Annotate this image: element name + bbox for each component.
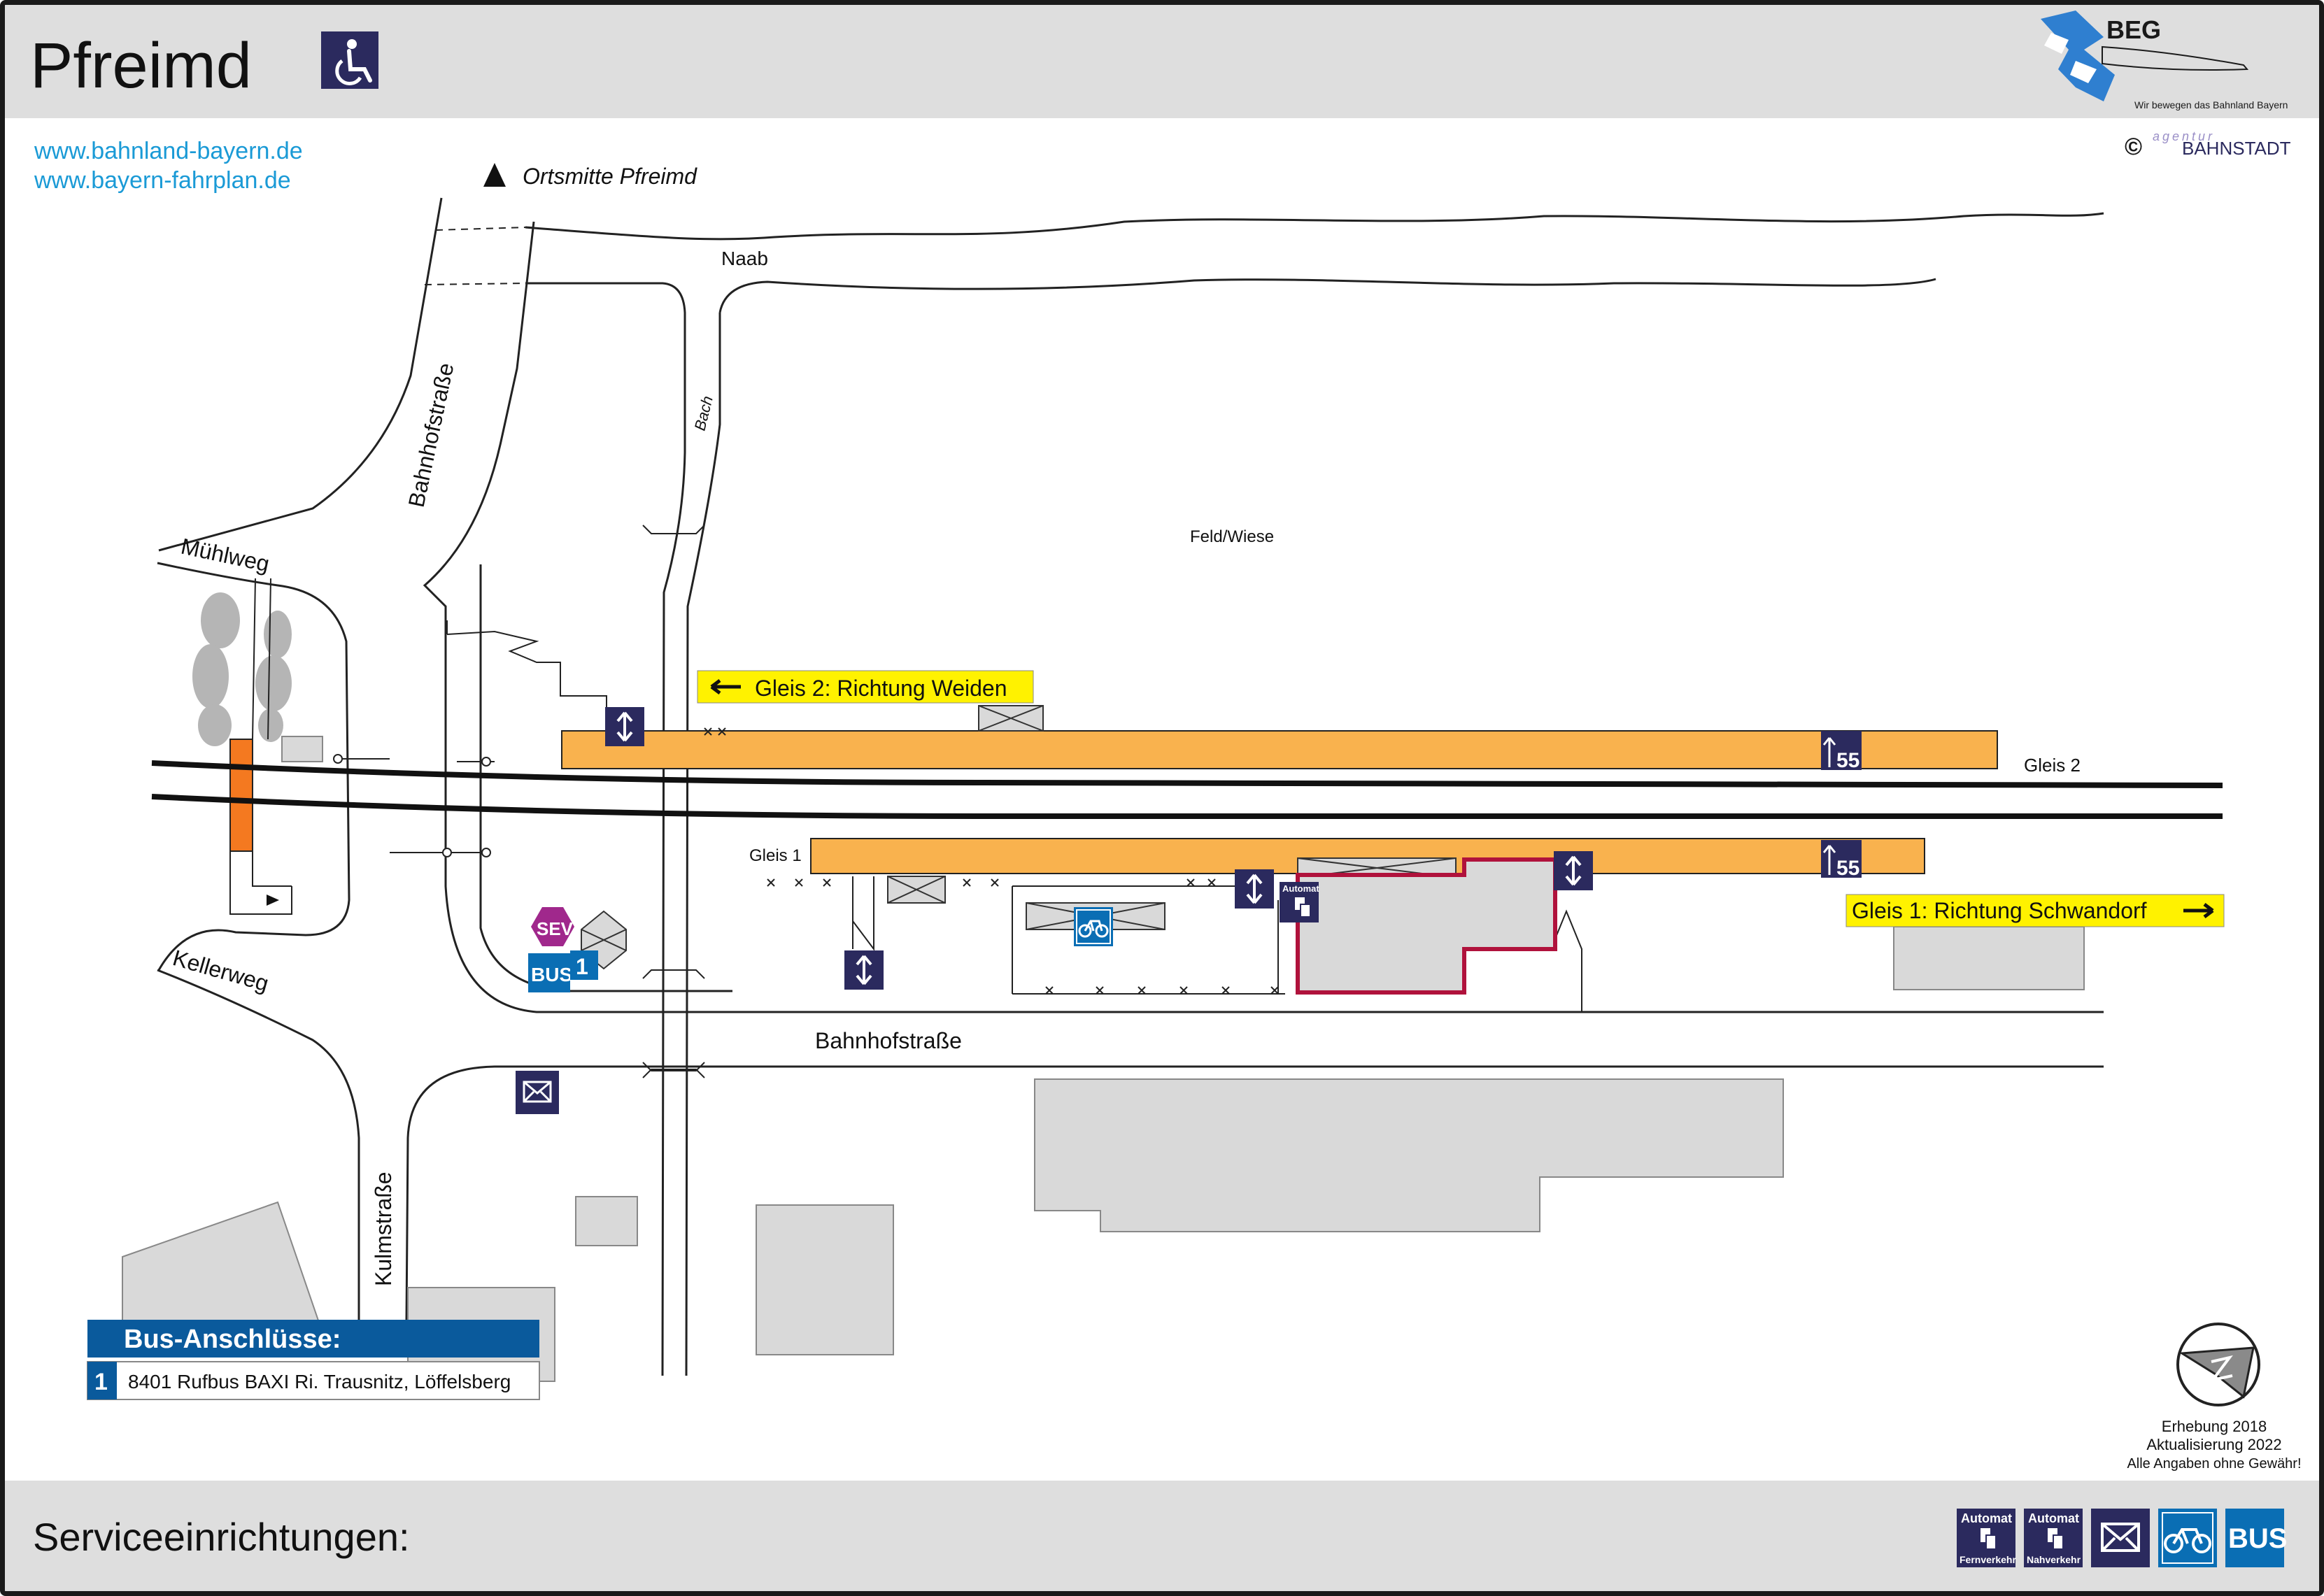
link-bahnland-bayern[interactable]: www.bahnland-bayern.de bbox=[34, 138, 303, 164]
ticket-machine-icon: Automat bbox=[1280, 882, 1319, 922]
gleis-1-direction-text: Gleis 1: Richtung Schwandorf bbox=[1852, 898, 2147, 923]
crossing-arrow-icon bbox=[267, 895, 279, 906]
road-bahnhofstrasse-vertical bbox=[158, 197, 2104, 1013]
kellerweg-label: Kellerweg bbox=[170, 945, 271, 996]
bus-connections-box: Bus-Anschlüsse: 1 8401 Rufbus BAXI Ri. T… bbox=[87, 1320, 540, 1400]
level-crossing-outline bbox=[229, 578, 292, 915]
platform-height-value: 55 bbox=[1836, 857, 1859, 880]
ticket-machine-label: Automat bbox=[1282, 883, 1319, 894]
mailbox-icon bbox=[516, 1071, 559, 1114]
disclaimer: Alle Angaben ohne Gewähr! bbox=[2127, 1456, 2301, 1472]
bus-stop-icon: BUS bbox=[2225, 1509, 2287, 1567]
kulmstrasse-label: Kulmstraße bbox=[371, 1171, 396, 1286]
elevator-icon bbox=[1554, 851, 1593, 890]
bus-stop-label: BUS bbox=[531, 964, 572, 985]
mailbox-icon bbox=[2091, 1509, 2150, 1567]
sev-icon: SEV bbox=[531, 907, 574, 946]
beg-slogan: Wir bewegen das Bahnland Bayern bbox=[2134, 99, 2288, 111]
station-map: Pfreimd BEG Wir bewegen das Bahnland Bay… bbox=[5, 5, 2319, 1591]
north-arrow-icon bbox=[2176, 1323, 2260, 1406]
service-title: Serviceeinrichtungen: bbox=[33, 1515, 410, 1559]
bus-connection-text: 8401 Rufbus BAXI Ri. Trausnitz, Löffelsb… bbox=[128, 1371, 511, 1392]
platform-height-icon: 55 bbox=[1821, 840, 1862, 880]
access-path-gleis-2 bbox=[446, 620, 607, 725]
gleis-2-direction-sign: Gleis 2: Richtung Weiden bbox=[697, 670, 1034, 704]
bus-connections-title: Bus-Anschlüsse: bbox=[124, 1325, 341, 1354]
ticket-machine-nahverkehr-icon: Automat Nahverkehr bbox=[2024, 1509, 2083, 1567]
naab-label: Naab bbox=[721, 248, 768, 269]
wheelchair-icon bbox=[321, 31, 378, 89]
gleis-1-direction-sign: Gleis 1: Richtung Schwandorf bbox=[1845, 894, 2225, 927]
bicycle-parking-icon bbox=[1074, 907, 1113, 946]
elevator-icon bbox=[1235, 869, 1274, 909]
platform-height-value: 55 bbox=[1836, 749, 1859, 772]
footer-band bbox=[5, 1481, 2319, 1591]
elevator-icon bbox=[844, 950, 884, 990]
survey-year: Erhebung 2018 bbox=[2162, 1418, 2267, 1435]
update-year: Aktualisierung 2022 bbox=[2146, 1436, 2281, 1453]
agentur-bahnstadt-logo: © agentur BAHNSTADT bbox=[2125, 129, 2291, 160]
gleis-2-direction-text: Gleis 2: Richtung Weiden bbox=[755, 676, 1007, 701]
beg-logo: BEG Wir bewegen das Bahnland Bayern bbox=[2041, 10, 2288, 111]
bus-stop-number: 1 bbox=[576, 954, 588, 979]
service-bus-label: BUS bbox=[2228, 1523, 2287, 1554]
ortsmitte-label: Ortsmitte Pfreimd bbox=[523, 164, 697, 189]
bus-connection-number: 1 bbox=[94, 1369, 108, 1395]
station-building bbox=[1296, 857, 1557, 995]
signal-posts bbox=[333, 754, 495, 857]
header-band bbox=[5, 5, 2319, 118]
feld-wiese-label: Feld/Wiese bbox=[1190, 527, 1274, 546]
surrounding-buildings bbox=[122, 926, 2085, 1382]
gleis-1-label: Gleis 1 bbox=[749, 846, 802, 865]
sev-label: SEV bbox=[537, 918, 574, 939]
bicycle-parking-icon bbox=[2158, 1509, 2217, 1567]
link-bayern-fahrplan[interactable]: www.bayern-fahrplan.de bbox=[34, 167, 291, 194]
railway-tracks bbox=[151, 760, 2223, 819]
platform-height-icon: 55 bbox=[1821, 731, 1862, 772]
building-small-1 bbox=[281, 736, 323, 762]
service-icon-bottom-label: Fernverkehr bbox=[1960, 1554, 2016, 1565]
north-direction-triangle-icon bbox=[483, 163, 506, 187]
agentur-text: agentur bbox=[2153, 129, 2215, 143]
service-icon-top-label: Automat bbox=[1961, 1511, 2012, 1525]
bahnhofstrasse-horizontal-label: Bahnhofstraße bbox=[815, 1028, 962, 1053]
bach-label: Bach bbox=[691, 394, 716, 432]
bus-stop-icon: BUS 1 bbox=[528, 950, 598, 992]
bridge-ticks bbox=[642, 525, 705, 1078]
page-title: Pfreimd bbox=[30, 30, 252, 101]
fence-marks bbox=[704, 727, 1285, 995]
beg-logo-text: BEG bbox=[2106, 15, 2161, 44]
copyright-symbol: © bbox=[2125, 134, 2142, 160]
bridge-top bbox=[424, 227, 526, 285]
bahnstadt-text: BAHNSTADT bbox=[2182, 138, 2291, 159]
service-icon-bottom-label: Nahverkehr bbox=[2027, 1554, 2081, 1565]
platform-gleis-2 bbox=[561, 730, 1998, 769]
service-icon-top-label: Automat bbox=[2028, 1511, 2079, 1525]
river-naab bbox=[525, 212, 2104, 1376]
tree-icon bbox=[192, 592, 292, 746]
level-crossing bbox=[229, 739, 253, 852]
road-muehlweg-loop bbox=[157, 562, 2104, 1320]
ticket-machine-fernverkehr-icon: Automat Fernverkehr bbox=[1957, 1509, 2016, 1567]
gleis-2-label: Gleis 2 bbox=[2024, 755, 2081, 776]
bahnhofstrasse-vertical-label: Bahnhofstraße bbox=[404, 361, 459, 510]
elevator-icon bbox=[605, 707, 644, 746]
